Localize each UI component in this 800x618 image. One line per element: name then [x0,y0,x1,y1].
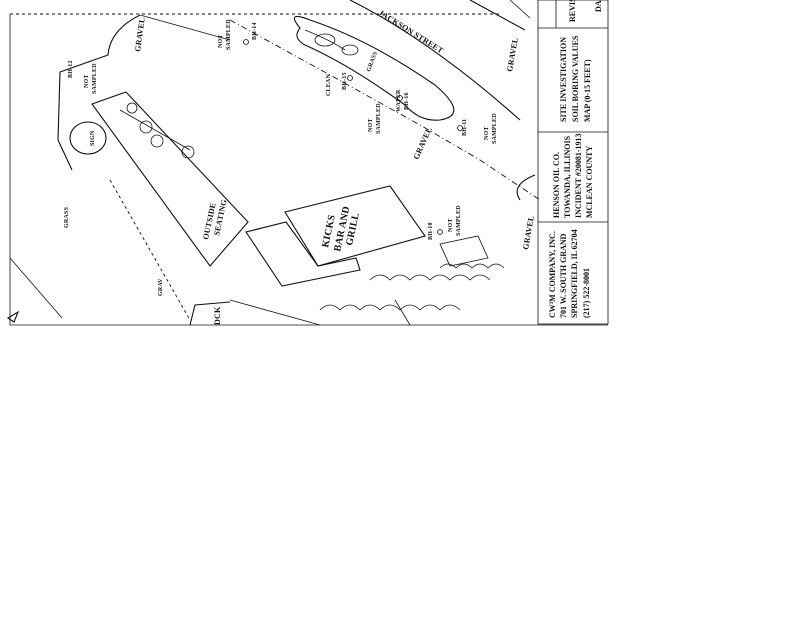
bh10-label: BH-10 [428,222,434,240]
deck-label-partial: DCK [213,306,222,325]
date-label: DA [594,0,603,12]
dispenser-4 [181,145,195,159]
boring-markers [243,39,463,235]
shrub-2 [341,44,359,56]
bh12-not-sampled-1: NOT [84,74,90,88]
gravel-label-north: GRAVEL [133,17,147,52]
lot-boundary-north [139,14,231,41]
company-line-2: 701 W. SOUTH GRAND [559,233,568,318]
bh16-label: BH-16 [404,92,410,110]
bh16-not-sampled-2: SAMPLED [376,103,382,134]
building-footprint [284,185,426,267]
client-line-4: MCLEAN COUNTY [585,146,594,218]
map-labels: JACKSON STREET KICKS BAR AND GRILL OUTSI… [64,8,536,325]
gravel-label-southeast: GRAVEL [521,215,536,250]
building-addition [245,221,361,287]
shrub-1 [314,33,336,47]
bh11-not-sampled-2: SAMPLED [492,113,498,144]
bh14-label: BH-14 [252,22,258,40]
revision-label: REVIS [568,0,577,22]
dispenser-3 [150,134,164,148]
drawing-title-line-2: SOIL BORING VALUES [571,35,580,122]
client-line-3: INCIDENT #20081-1913 [574,133,583,218]
boring-marker-bh11 [457,125,463,131]
bh14-not-sampled-2: SAMPLED [226,19,232,50]
title-block: CW³M COMPANY, INC. 701 W. SOUTH GRAND SP… [537,0,609,325]
shrub-row-3 [439,263,505,269]
street-island [293,15,455,121]
shrub-row-1 [369,274,491,281]
drawing-title-line-3: MAP (0-15 FEET) [583,59,592,122]
bh11-not-sampled-1: NOT [484,126,490,140]
company-line-4: (217) 522-8001 [582,268,591,318]
street-label: JACKSON STREET [377,8,445,55]
shrub-row-2 [319,304,461,311]
south-edge-2 [229,299,321,326]
boring-marker-bh16 [397,95,403,101]
gravel-label-east: GRAVEL [505,37,520,72]
company-line-3: SPRINGFIELD, IL 62704 [570,229,579,318]
south-edge [394,299,411,326]
outside-seating-area [91,91,249,267]
grass-edge-sw [9,257,63,319]
bh10-not-sampled-2: SAMPLED [456,205,462,236]
sign-label: SIGN [90,130,96,146]
gravel-label-center: GRAVEL [412,126,434,161]
boring-marker-bh15 [347,75,353,81]
company-line-1: CW³M COMPANY, INC. [548,231,557,318]
bh15-label: BH-15 [342,72,348,90]
title-block-frame [537,0,609,325]
bh11-label: BH-11 [462,119,468,136]
sign-circle [69,121,107,155]
bh14-not-sampled-1: NOT [218,34,224,48]
boring-marker-bh14 [243,39,249,45]
site-linework [6,0,608,326]
tank-pad [439,235,489,267]
street-edge-far [469,0,526,31]
bh16-not-sampled-1: NOT [368,118,374,132]
dispenser-1 [126,102,138,114]
grass-label-west: GRASS [64,207,70,228]
north-arrow-icon [6,310,20,323]
bh15-clean: CLEAN [326,74,332,96]
boring-marker-bh10 [437,229,443,235]
client-line-2: TOWANDA, ILLINOIS [563,135,572,218]
island-inner-curve [304,29,346,51]
bh10-not-sampled-1: NOT [448,218,454,232]
bh12-label: BH-12 [68,60,74,78]
utility-line [229,19,541,201]
client-line-1: HENSON OIL CO. [552,152,561,218]
drawing-title-line-1: SITE INVESTIGATION [559,37,568,122]
canopy-centerline [119,109,191,151]
street-edge-upper [349,0,521,121]
driveway-curve [516,174,536,201]
gravel-label-partial: GRAV [158,278,164,296]
deck-edge [189,301,231,326]
street-corner-line [509,0,531,19]
dashed-edge-west [109,179,191,321]
grass-label-island: GRASS [366,50,379,72]
bh16-water: WATER [396,89,402,112]
lot-boundary-west [57,14,141,171]
dispenser-2 [139,120,153,134]
bh12-not-sampled-2: SAMPLED [92,63,98,94]
